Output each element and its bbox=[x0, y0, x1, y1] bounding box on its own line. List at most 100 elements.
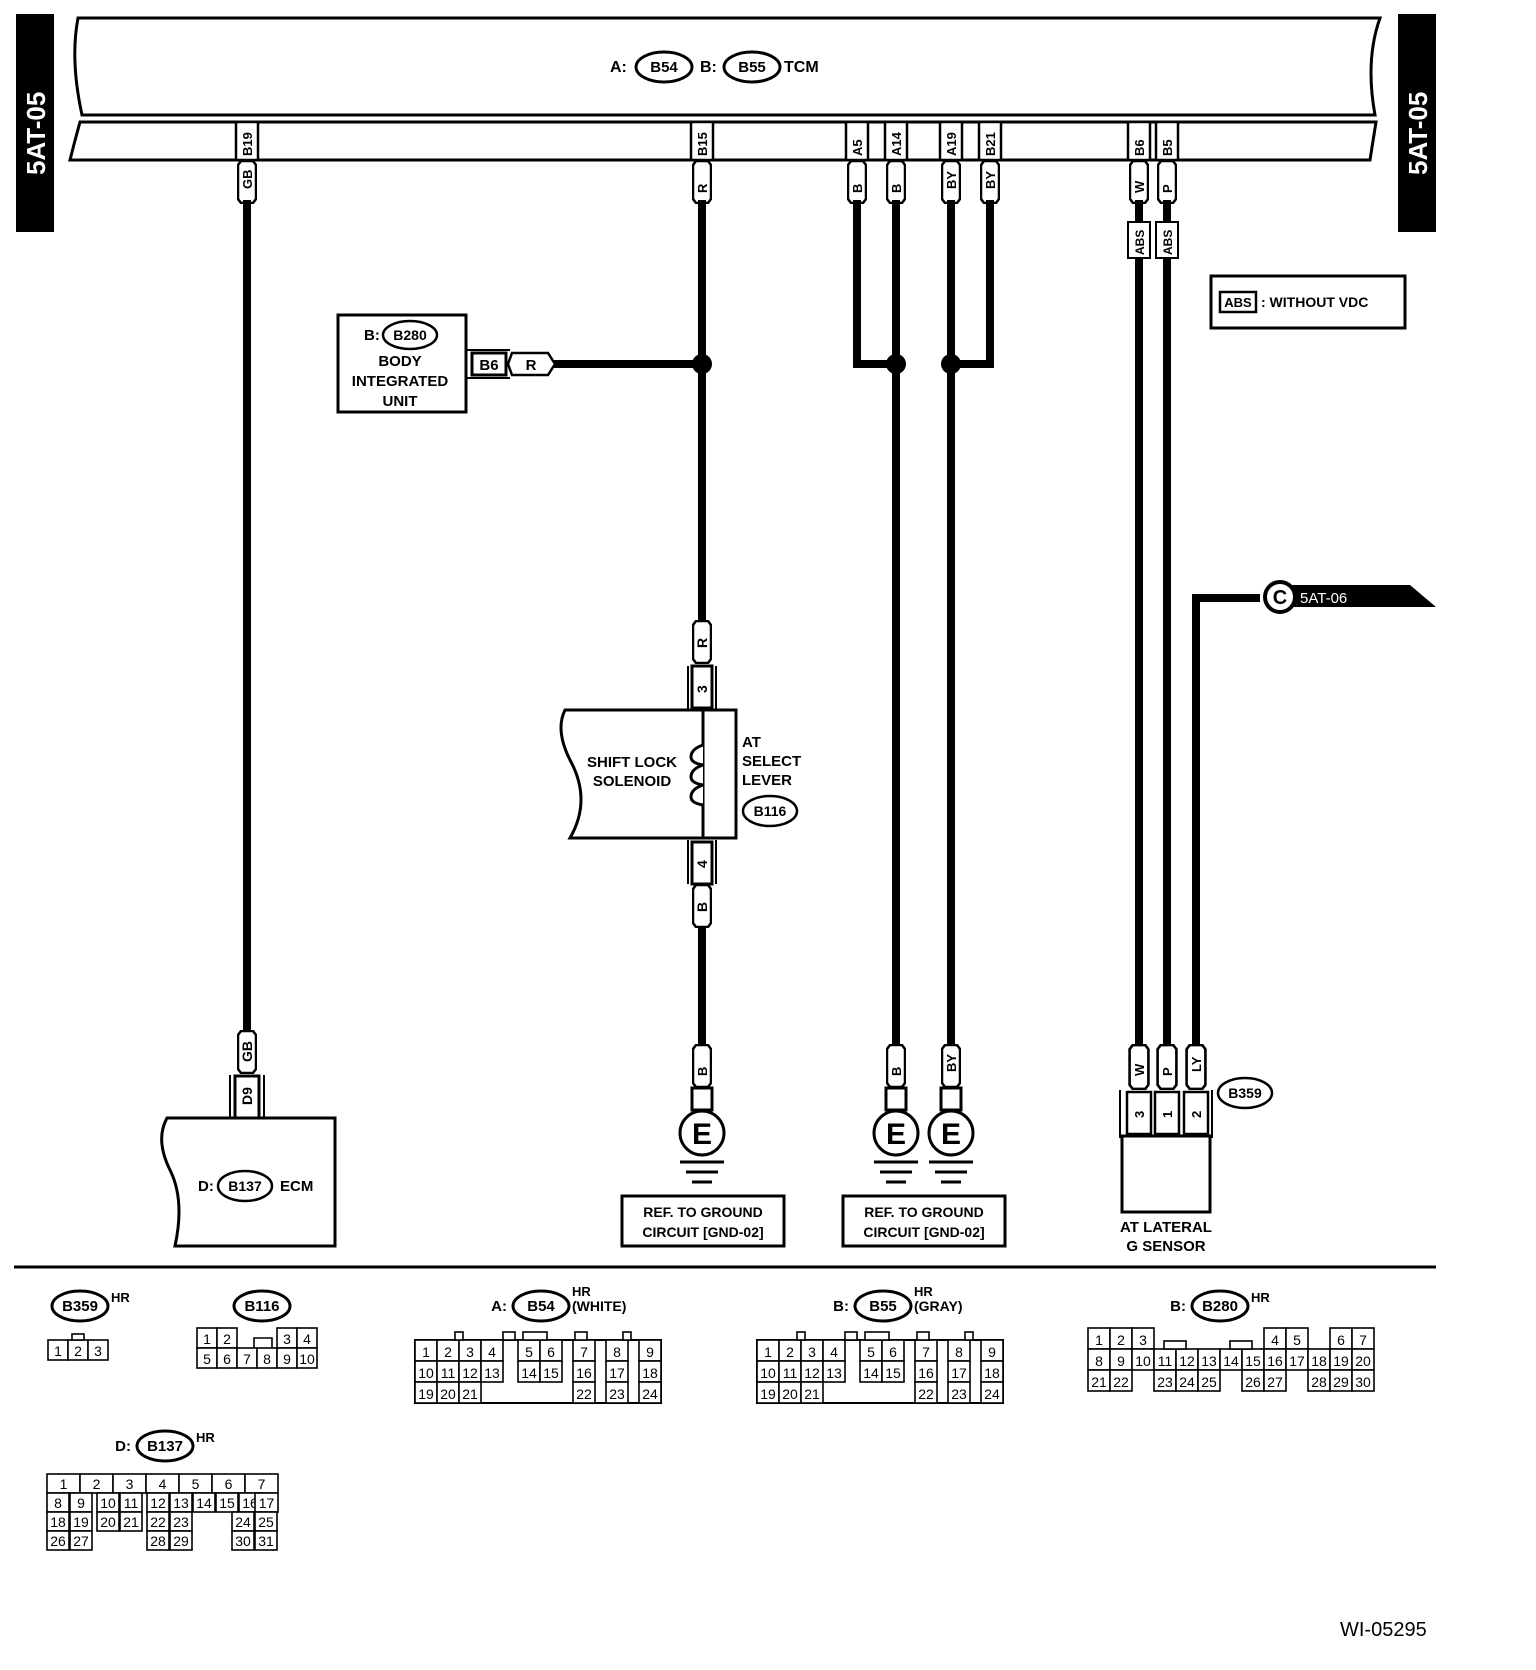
pin-label: B19 bbox=[240, 132, 255, 156]
pin-number: 5 bbox=[1293, 1332, 1301, 1348]
pin-number: 7 bbox=[580, 1344, 588, 1360]
svg-text:B:: B: bbox=[364, 327, 380, 344]
ground-point: BE bbox=[872, 1044, 920, 1184]
pin-number: 10 bbox=[760, 1365, 776, 1381]
connector-id: B359 bbox=[62, 1298, 98, 1315]
pin-number: 17 bbox=[951, 1365, 967, 1381]
off-page-connector[interactable]: C 5AT-06 bbox=[1263, 580, 1436, 614]
pin-number: 6 bbox=[547, 1344, 555, 1360]
pin-number: 13 bbox=[173, 1495, 189, 1511]
select-lever-connector[interactable]: B116 bbox=[754, 803, 787, 819]
wire-by-b21 bbox=[951, 200, 994, 368]
tcm-pin-b5[interactable]: B5P bbox=[1154, 120, 1180, 204]
tcm-connector-b[interactable]: B55 bbox=[738, 59, 766, 76]
ground-e-icon: E bbox=[886, 1118, 906, 1151]
body-integrated-unit: B: B280 BODY INTEGRATED UNIT B6 R bbox=[336, 313, 557, 414]
svg-text:5AT-05: 5AT-05 bbox=[21, 92, 51, 175]
pin-number: 19 bbox=[73, 1514, 89, 1530]
pin-number: 17 bbox=[609, 1365, 625, 1381]
pin-number: 1 bbox=[203, 1331, 211, 1347]
pin-number: 4 bbox=[830, 1344, 838, 1360]
svg-text:TCM: TCM bbox=[784, 59, 819, 76]
svg-text:SOLENOID: SOLENOID bbox=[593, 773, 672, 790]
tcm-pin-a5[interactable]: A5B bbox=[844, 120, 870, 204]
body-unit-connector[interactable]: B280 bbox=[393, 327, 427, 343]
svg-text:B: B bbox=[694, 902, 710, 912]
g-sensor-pin[interactable]: LY2 bbox=[1182, 1044, 1210, 1136]
wire-color-label: R bbox=[695, 183, 710, 193]
pin-number: 1 bbox=[764, 1344, 772, 1360]
pin-number: 30 bbox=[235, 1533, 251, 1549]
pin-number: 10 bbox=[1135, 1353, 1151, 1369]
svg-text:(GRAY): (GRAY) bbox=[914, 1298, 963, 1314]
wire-color-label: B bbox=[850, 184, 865, 193]
pin-number: 7 bbox=[1359, 1332, 1367, 1348]
tcm-connector-a[interactable]: B54 bbox=[650, 59, 678, 76]
pin-number: 8 bbox=[955, 1344, 963, 1360]
wire-color-label: GB bbox=[240, 170, 255, 190]
figure-id: WI-05295 bbox=[1340, 1619, 1427, 1641]
g-sensor-connector[interactable]: B359 bbox=[1228, 1085, 1262, 1101]
pin-number: 10 bbox=[418, 1365, 434, 1381]
pin-number: 3 bbox=[808, 1344, 816, 1360]
svg-text:SHIFT LOCK: SHIFT LOCK bbox=[587, 754, 677, 771]
pin-number: 25 bbox=[258, 1514, 274, 1530]
pin-number: 2 bbox=[786, 1344, 794, 1360]
svg-text:D:: D: bbox=[115, 1438, 131, 1455]
pin-number: 30 bbox=[1355, 1374, 1371, 1390]
svg-text:HR: HR bbox=[1251, 1290, 1270, 1305]
tcm-pin-b6[interactable]: B6W bbox=[1126, 120, 1152, 204]
connector-id: B280 bbox=[1202, 1298, 1238, 1315]
wire-color-label: LY bbox=[1189, 1056, 1204, 1072]
svg-text:HR: HR bbox=[196, 1430, 215, 1445]
pin-number: 31 bbox=[258, 1533, 274, 1549]
pin-number: 24 bbox=[642, 1386, 658, 1402]
pin-label: A19 bbox=[944, 132, 959, 156]
pin-number: 5 bbox=[867, 1344, 875, 1360]
g-sensor-pin[interactable]: P1 bbox=[1153, 1044, 1181, 1136]
pin-number: 24 bbox=[235, 1514, 251, 1530]
svg-text:AT LATERAL: AT LATERAL bbox=[1120, 1219, 1212, 1236]
wire-color-label: W bbox=[1132, 1063, 1147, 1076]
pin-number: 5 bbox=[203, 1351, 211, 1367]
wire-color-tag bbox=[692, 160, 712, 204]
pin-number: 22 bbox=[1113, 1374, 1129, 1390]
wire-color-label: B bbox=[695, 1067, 710, 1076]
svg-text:A:: A: bbox=[491, 1298, 507, 1315]
pin-number: 22 bbox=[918, 1386, 934, 1402]
pin-number: 26 bbox=[1245, 1374, 1261, 1390]
pin-number: 1 bbox=[422, 1344, 430, 1360]
legend-box: ABS : WITHOUT VDC bbox=[1209, 274, 1407, 330]
ecm-connector[interactable]: B137 bbox=[228, 1178, 262, 1194]
g-sensor-pin[interactable]: W3 bbox=[1125, 1044, 1153, 1136]
pin-number: 10 bbox=[100, 1495, 116, 1511]
face-header-b116: B116 bbox=[232, 1289, 292, 1323]
pin-number: 20 bbox=[100, 1514, 116, 1530]
legend-tag: ABS bbox=[1224, 295, 1252, 310]
svg-text:HR: HR bbox=[914, 1284, 933, 1299]
svg-text:A:: A: bbox=[610, 59, 627, 76]
pin-number: 15 bbox=[219, 1495, 235, 1511]
pin-number: 5 bbox=[525, 1344, 533, 1360]
pin-label: B6 bbox=[1132, 139, 1147, 156]
svg-text:R: R bbox=[694, 638, 710, 648]
svg-text:SELECT: SELECT bbox=[742, 753, 801, 770]
pin-number: 3 bbox=[126, 1476, 134, 1492]
pin-number: 22 bbox=[150, 1514, 166, 1530]
pin-number: 9 bbox=[283, 1351, 291, 1367]
pin-number: 15 bbox=[1245, 1353, 1261, 1369]
